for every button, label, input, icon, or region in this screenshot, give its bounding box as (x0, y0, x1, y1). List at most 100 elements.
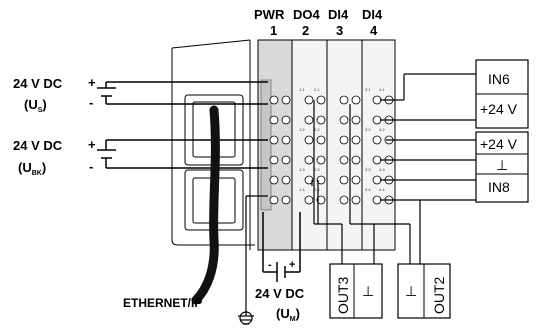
header-pwr: PWR (254, 7, 285, 22)
battery-us (97, 81, 268, 105)
terminal-point (304, 195, 314, 205)
terminal-point (351, 95, 361, 105)
um-plus: + (289, 259, 295, 271)
terminal-point (304, 95, 314, 105)
terminal-point (281, 195, 291, 205)
terminal-number-label: 1.2 (299, 127, 305, 132)
terminal-number-label: 3.3 (365, 167, 371, 172)
terminal-point (269, 95, 279, 105)
us-minus: - (89, 95, 93, 110)
header-num-1: 1 (270, 23, 277, 38)
input-wiring (380, 73, 476, 201)
out3-ground-label: ⊥ (362, 283, 374, 299)
us-label: (US) (24, 97, 47, 114)
terminal-number-label: 2.1 (314, 87, 320, 92)
terminal-number-label: 4.2 (379, 127, 385, 132)
header-num-2: 2 (302, 23, 309, 38)
terminal-point (316, 195, 326, 205)
terminal-point (269, 175, 279, 185)
terminal-point (351, 175, 361, 185)
terminal-point (339, 95, 349, 105)
terminal-number-label: 3.4 (365, 187, 371, 192)
terminal-strip-di4-b (361, 39, 396, 251)
ground-icon (238, 195, 268, 325)
terminal-number-label: 4.4 (379, 187, 385, 192)
terminal-number-label: 1.1 (299, 87, 305, 92)
terminal-point (304, 155, 314, 165)
terminal-point (372, 135, 382, 145)
terminal-point (316, 175, 326, 185)
terminal-point (269, 195, 279, 205)
terminal-point (372, 195, 382, 205)
terminal-number-label: 1.3 (299, 167, 305, 172)
battery-ubk (97, 139, 268, 169)
us-voltage: 24 V DC (13, 76, 63, 91)
terminal-strip-di4-a (326, 39, 363, 251)
ground-symbol-label: ⊥ (496, 157, 508, 173)
terminal-number-label: 2.4 (314, 187, 320, 192)
terminal-point (281, 95, 291, 105)
um-label: (UM) (276, 306, 300, 323)
terminal-strip-do4 (291, 39, 328, 251)
header-di4-b: DI4 (362, 7, 383, 22)
terminal-point (304, 135, 314, 145)
ubk-minus: - (89, 159, 93, 174)
us-plus: + (88, 75, 96, 90)
terminal-number-label: 2.2 (314, 127, 320, 132)
terminal-point (281, 155, 291, 165)
terminal-point (372, 155, 382, 165)
terminal-point (351, 115, 361, 125)
in8-label: IN8 (488, 179, 510, 195)
out3-label: OUT3 (335, 276, 351, 314)
out2-label: OUT2 (431, 276, 447, 314)
terminal-point (269, 115, 279, 125)
um-minus: - (268, 259, 272, 271)
plus24-a-label: +24 V (480, 101, 518, 117)
terminal-point (339, 115, 349, 125)
terminal-point (316, 115, 326, 125)
terminal-number-label: 2.3 (314, 167, 320, 172)
terminal-point (339, 195, 349, 205)
terminal-point (304, 175, 314, 185)
terminal-point (269, 155, 279, 165)
terminal-point (316, 135, 326, 145)
ethernet-cable (191, 105, 220, 305)
output-wiring (311, 100, 421, 264)
um-voltage: 24 V DC (255, 286, 305, 301)
ubk-plus: + (88, 137, 96, 152)
out3-box (329, 263, 383, 319)
terminal-number-label: 3.1 (365, 87, 371, 92)
terminal-point (339, 155, 349, 165)
terminal-point (281, 135, 291, 145)
terminal-point (339, 175, 349, 185)
plus24-b-label: +24 V (480, 136, 518, 152)
terminal-point (304, 115, 314, 125)
in6-label: IN6 (488, 71, 510, 87)
terminal-number-label: 4.3 (379, 167, 385, 172)
ethernet-label: ETHERNET/IP (123, 296, 202, 310)
terminal-point (372, 95, 382, 105)
header-di4-a: DI4 (328, 7, 349, 22)
terminal-number-label: 3.2 (365, 127, 371, 132)
header-num-4: 4 (370, 23, 378, 38)
terminal-point (316, 155, 326, 165)
terminal-point (281, 115, 291, 125)
terminal-point (351, 135, 361, 145)
ubk-label: (UBK) (18, 160, 46, 177)
terminal-number-label: 4.1 (379, 87, 385, 92)
terminal-point (269, 135, 279, 145)
in8-box (475, 131, 529, 203)
ubk-voltage: 24 V DC (13, 138, 63, 153)
terminal-point (351, 155, 361, 165)
terminal-point (316, 95, 326, 105)
header-do4: DO4 (293, 7, 321, 22)
out2-ground-label: ⊥ (405, 283, 417, 299)
battery-um (262, 212, 301, 282)
terminal-point (372, 175, 382, 185)
terminal-point (372, 115, 382, 125)
terminal-point (351, 195, 361, 205)
terminal-number-label: 1.4 (299, 187, 305, 192)
terminal-point (281, 175, 291, 185)
